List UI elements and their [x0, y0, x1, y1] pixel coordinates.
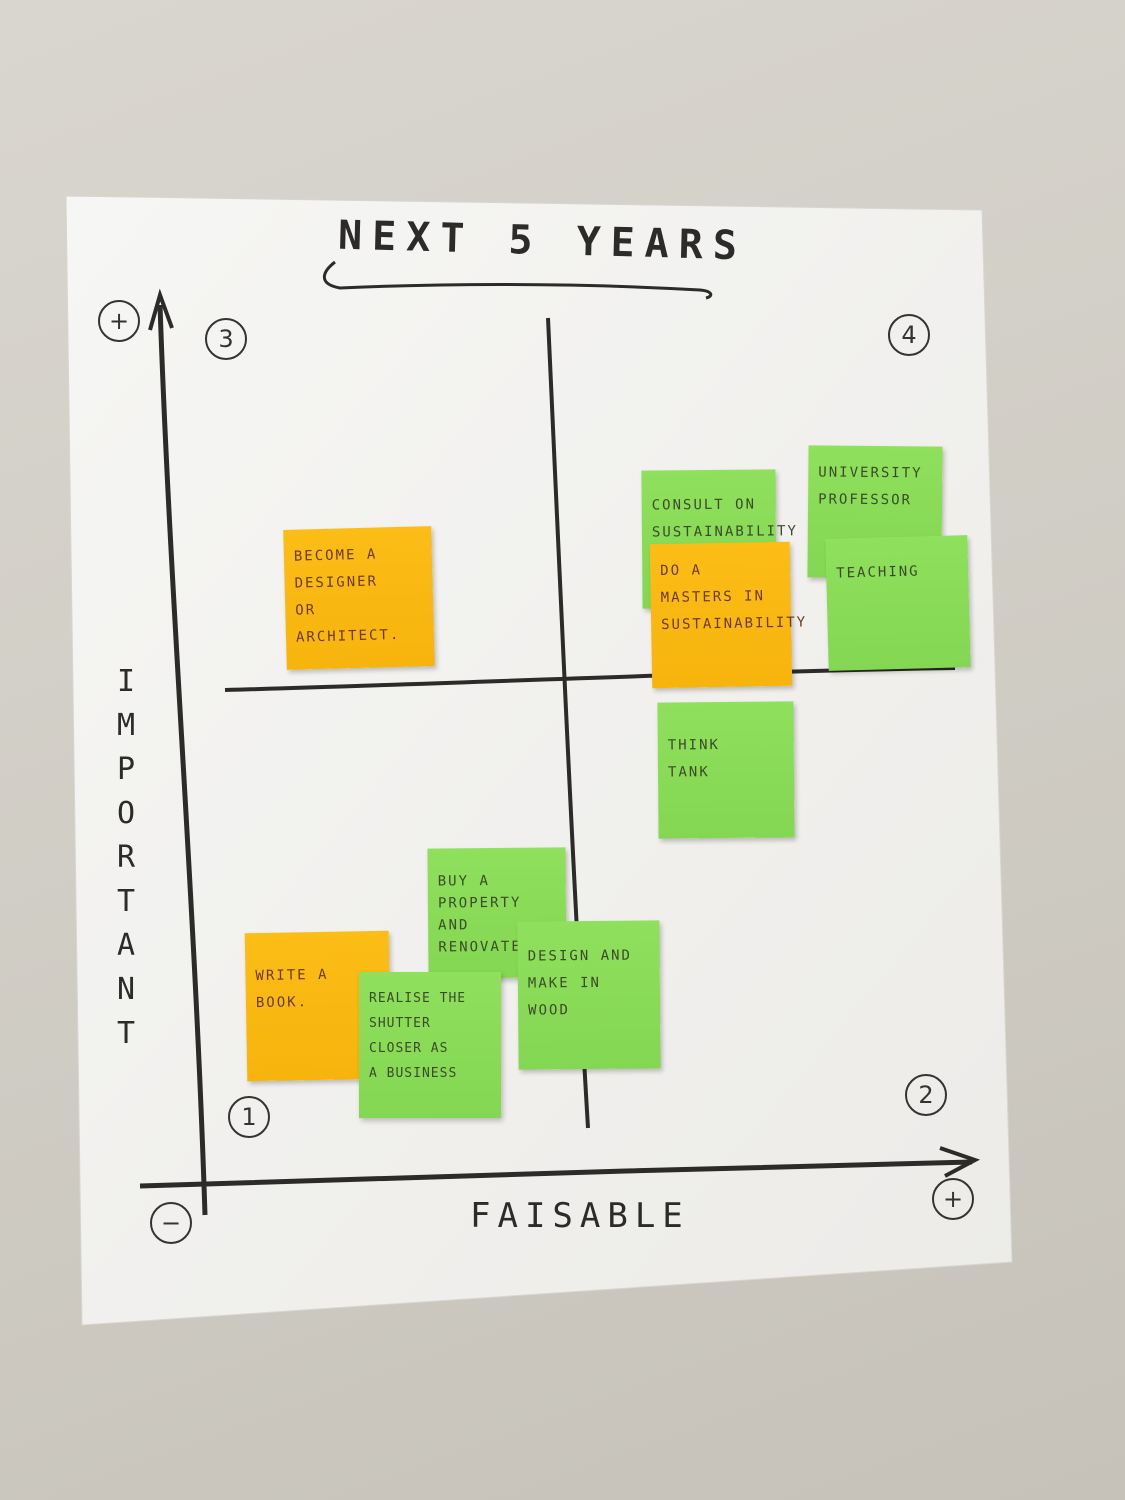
- note-text: THINK TANK: [667, 737, 721, 781]
- sticky-note-masters-sustainability: DO A MASTERS IN SUSTAINABILITY: [649, 541, 808, 689]
- sticky-note-think-tank: THINK TANK: [657, 701, 795, 839]
- y-axis-label: IMPORTANT: [116, 664, 136, 1051]
- quadrant-number-1: 1: [228, 1096, 270, 1138]
- note-text: DESIGN AND MAKE IN WOOD: [527, 947, 633, 1019]
- quadrant-number-2: 2: [905, 1074, 947, 1116]
- note-text: TEACHING: [836, 563, 920, 582]
- sticky-note-design-wood: DESIGN AND MAKE IN WOOD: [517, 920, 661, 1070]
- sticky-note-teaching: TEACHING: [825, 535, 971, 671]
- origin-minus-sign: −: [150, 1202, 192, 1244]
- y-axis-plus-sign: +: [98, 300, 140, 342]
- sticky-note-shutter-closer: REALISE THE SHUTTER CLOSER AS A BUSINESS: [359, 972, 501, 1118]
- sticky-note-become-designer: BECOME A DESIGNER OR ARCHITECT.: [283, 526, 435, 670]
- x-axis-label: FAISABLE: [470, 1196, 690, 1236]
- quadrant-number-4: 4: [888, 314, 930, 356]
- x-axis-plus-sign: +: [932, 1178, 974, 1220]
- note-text: DO A MASTERS IN SUSTAINABILITY: [660, 562, 808, 634]
- note-text: REALISE THE SHUTTER CLOSER AS A BUSINESS: [369, 991, 467, 1081]
- note-text: BECOME A DESIGNER OR ARCHITECT.: [293, 546, 401, 646]
- quadrant-number-3: 3: [205, 318, 247, 360]
- note-text: CONSULT ON SUSTAINABILITY: [651, 496, 799, 541]
- note-text: UNIVERSITY PROFESSOR: [818, 464, 923, 509]
